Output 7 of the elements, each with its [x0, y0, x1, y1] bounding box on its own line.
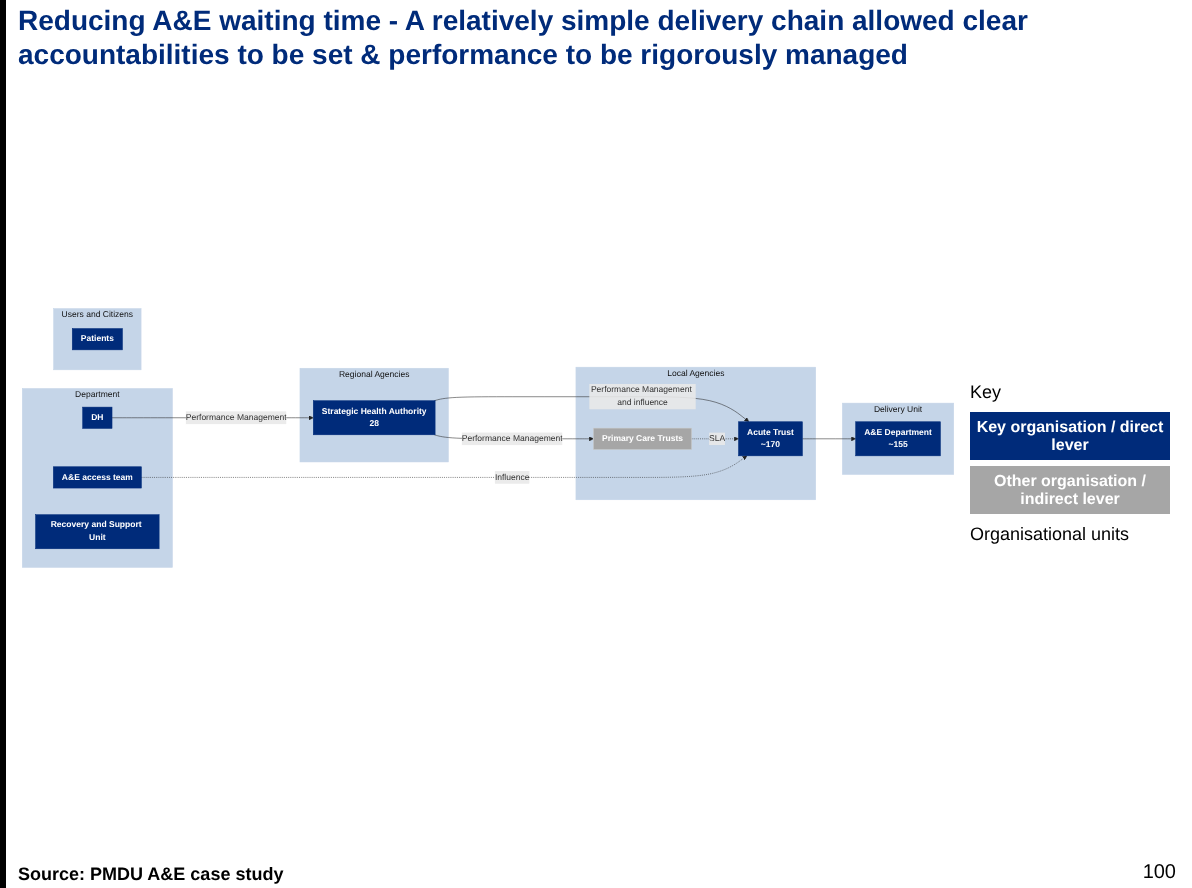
title: Reducing A&E waiting time - A relatively simple delivery chain allowed clear accountabilities to be set & performance to be rigorously managed	[18, 4, 1030, 72]
key-note: Organisational units	[970, 524, 1130, 544]
legend-swatch: Key organisation / direct lever	[970, 412, 1170, 460]
key-heading: Key	[970, 382, 1002, 402]
source-note: Source: PMDU A&E case study	[18, 864, 284, 884]
page-number: 100	[1142, 862, 1176, 884]
legend-swatch: Other organisation / indirect lever	[970, 466, 1170, 514]
